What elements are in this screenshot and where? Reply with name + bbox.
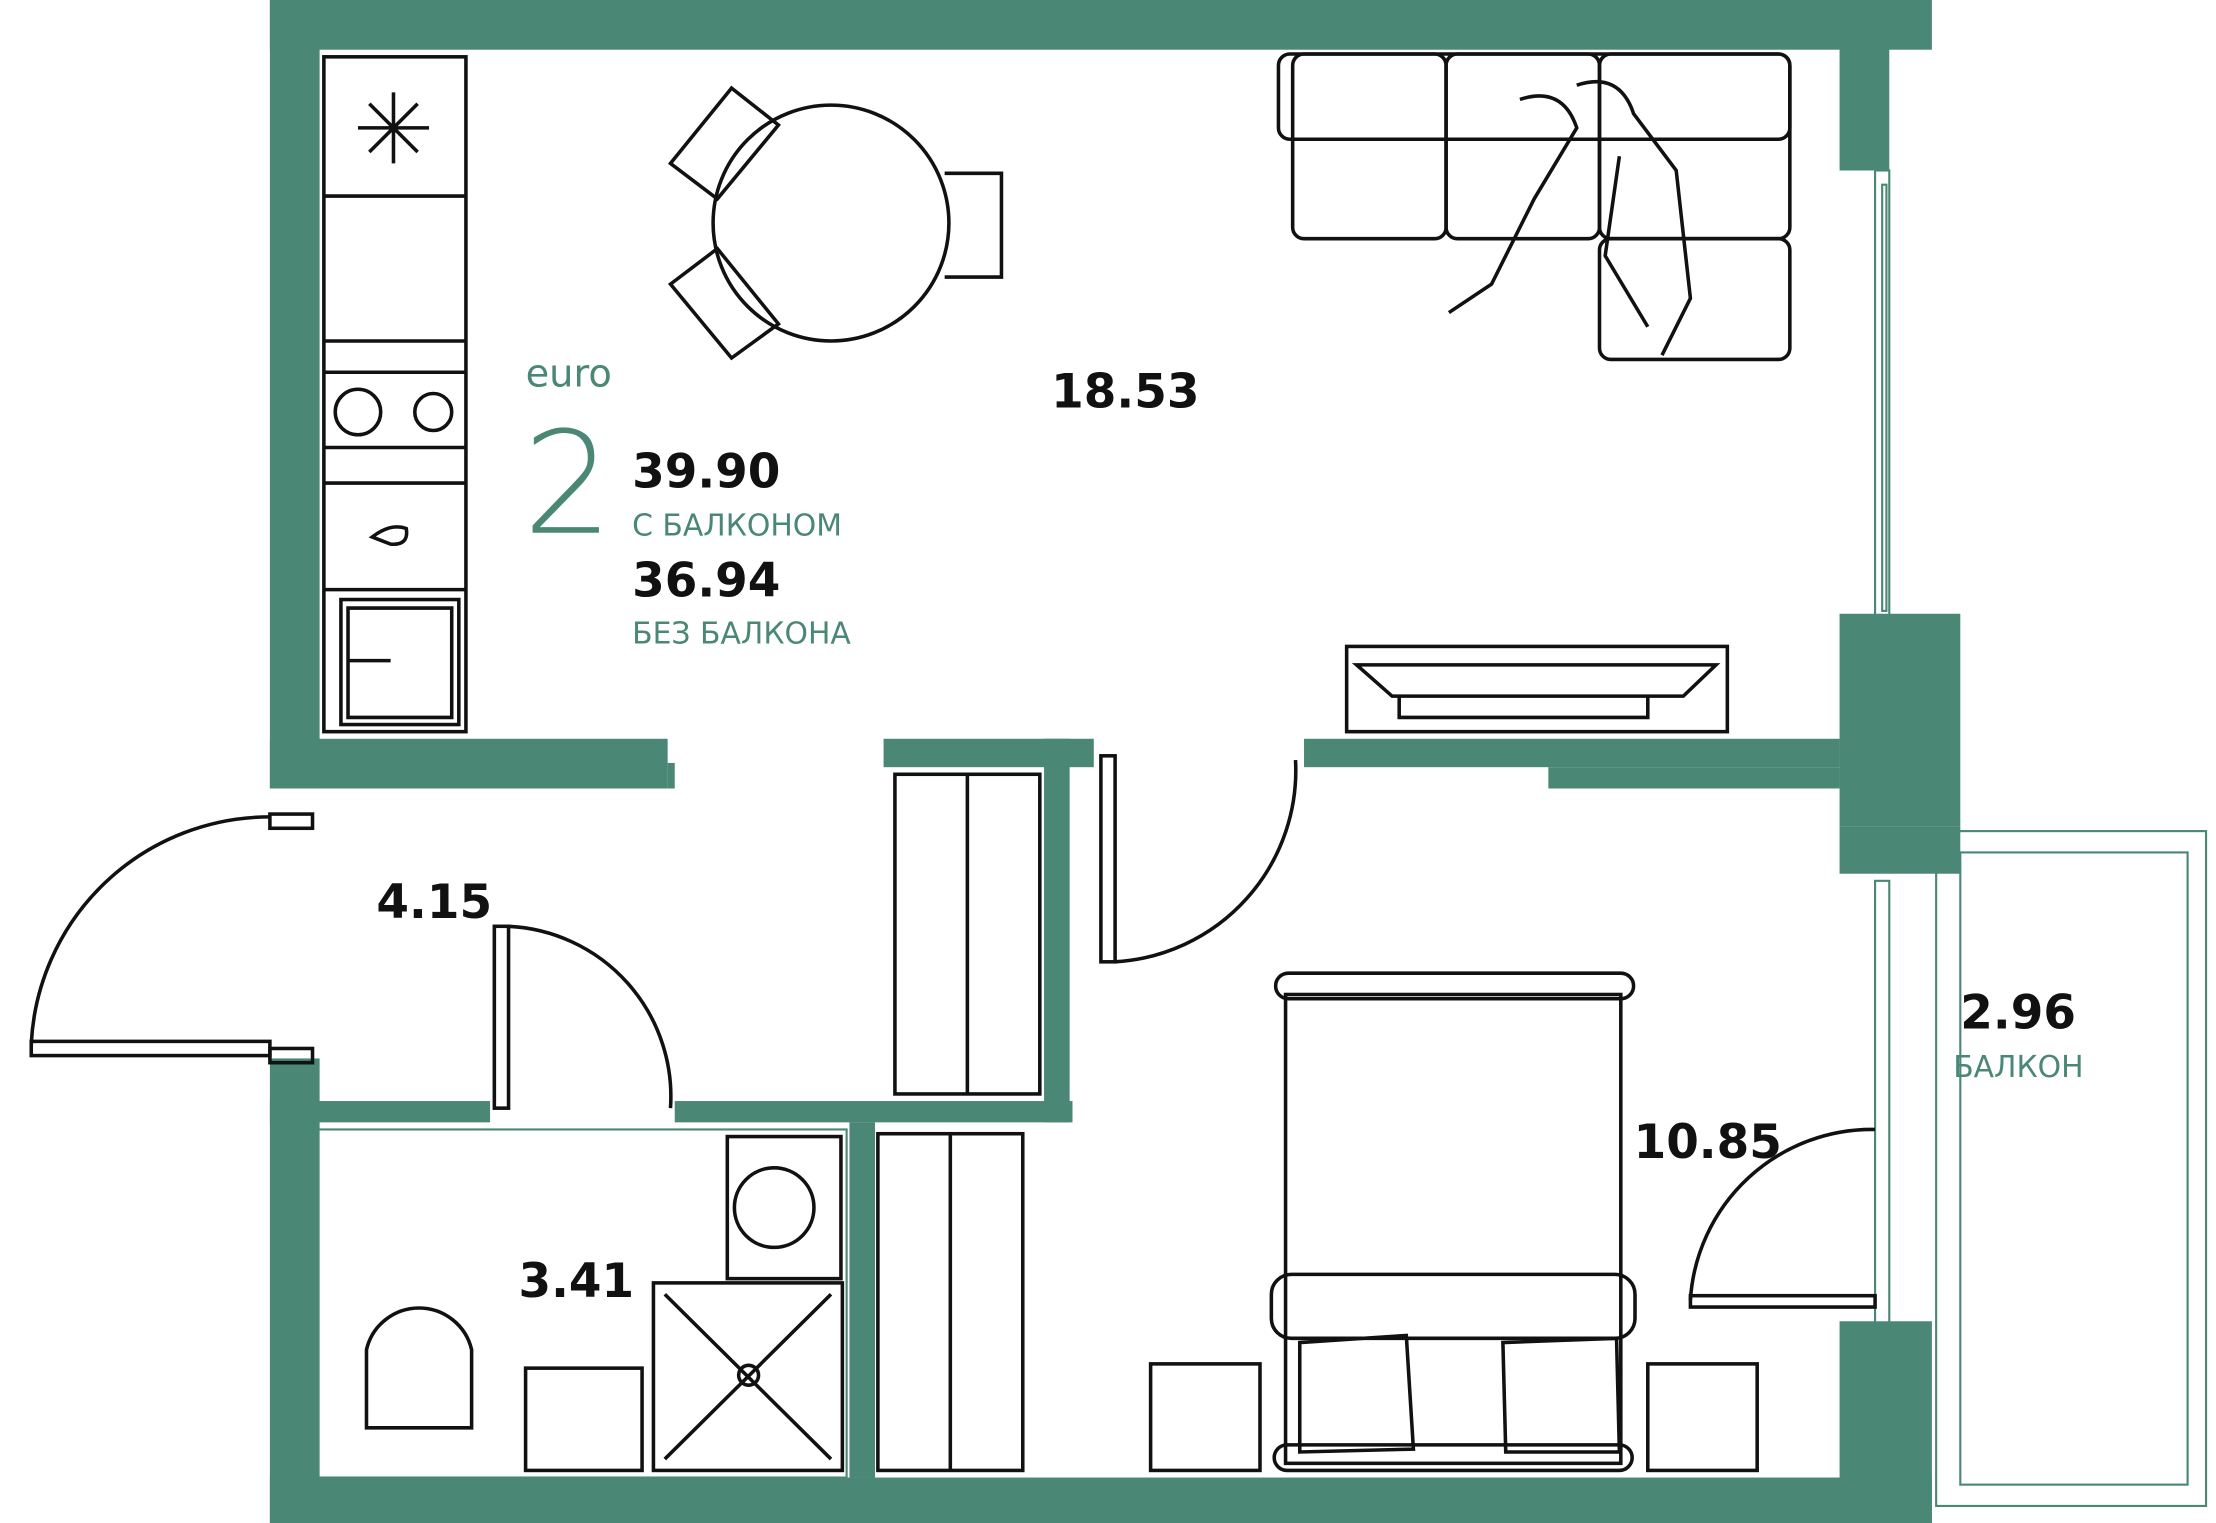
hall-area: 4.15	[376, 875, 492, 930]
total-area-without-balcony: 36.94	[632, 554, 780, 609]
tv-stand	[1344, 644, 1730, 734]
bathroom-area: 3.41	[518, 1254, 634, 1309]
bed	[1148, 971, 1759, 1473]
windows	[317, 169, 2208, 1508]
sink-drop-icon	[368, 525, 409, 546]
snowflake-icon	[357, 92, 429, 164]
with-balcony-label: С БАЛКОНОМ	[632, 509, 842, 544]
living-room-area: 18.53	[1051, 365, 1199, 420]
stove-burner	[413, 391, 454, 433]
without-balcony-label: БЕЗ БАЛКОНА	[632, 617, 851, 652]
wardrobe	[876, 772, 1042, 1473]
dining-table	[667, 85, 1004, 361]
kitchen-unit	[322, 55, 468, 734]
bedroom-area: 10.85	[1634, 1115, 1782, 1170]
balcony-area: 2.96	[1960, 986, 2076, 1041]
stove-burner	[333, 387, 383, 437]
walls	[269, 0, 1961, 1523]
balcony-label: БАЛКОН	[1953, 1050, 2083, 1085]
sofa	[1276, 52, 1792, 362]
bathroom-fixtures	[364, 1134, 845, 1473]
total-area-with-balcony: 39.90	[632, 444, 780, 499]
doors	[29, 754, 1877, 1309]
rooms-count: 2	[523, 401, 613, 567]
flat-type-label: euro	[526, 351, 612, 396]
